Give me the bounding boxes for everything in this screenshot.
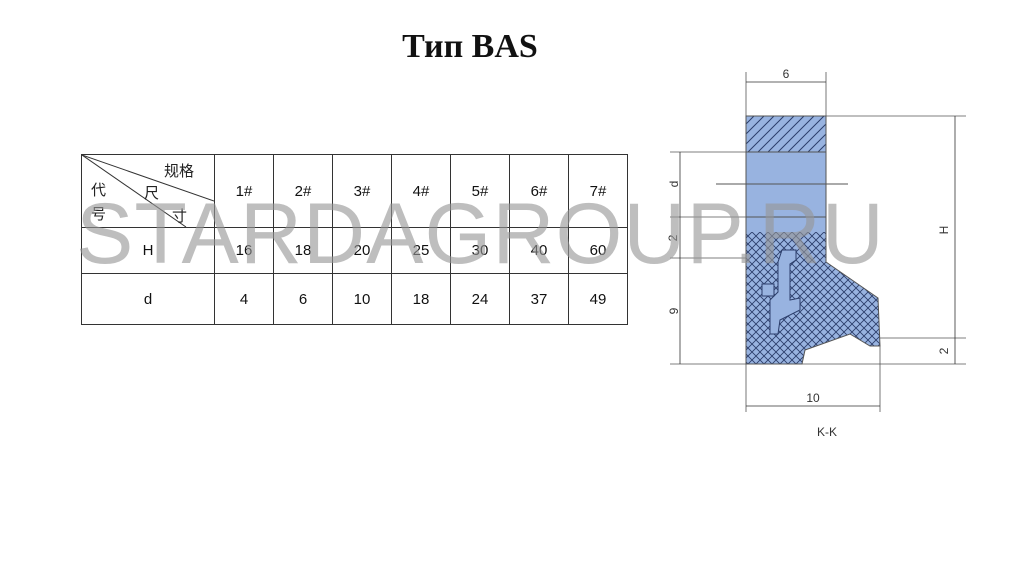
table-cell: 30 <box>450 227 510 274</box>
table-cell: 25 <box>391 227 451 274</box>
cross-section-drawing: 6 d 2 9 H 2 10 K-K <box>666 67 966 439</box>
section-label: K-K <box>817 425 837 439</box>
header-cell: 5# <box>450 154 510 228</box>
top-hatch <box>746 116 826 152</box>
table-cell: 40 <box>509 227 569 274</box>
header-cell: 6# <box>509 154 569 228</box>
corner-size-label-1: 尺 <box>144 184 160 202</box>
corner-code-label-2: 号 <box>91 205 107 223</box>
table-cell: 20 <box>332 227 392 274</box>
table-cell: 16 <box>214 227 274 274</box>
t-slot-2 <box>761 283 775 297</box>
header-cell: 2# <box>273 154 333 228</box>
table-cell: 60 <box>568 227 628 274</box>
table-row-h: H 16 18 20 25 30 40 60 <box>81 227 628 274</box>
dim-label-d: d <box>667 181 681 188</box>
table-header-row: 规格 代 尺 号 寸 1# 2# 3# 4# 5# 6# 7# <box>81 154 628 228</box>
page-title: Тип BAS <box>402 28 538 65</box>
dim-label-2-lower: 2 <box>937 347 951 354</box>
row-label: d <box>81 273 215 325</box>
corner-code-label-1: 代 <box>91 181 107 199</box>
header-cell: 3# <box>332 154 392 228</box>
table-row-d: d 4 6 10 18 24 37 49 <box>81 273 628 325</box>
dim-label-bottom: 10 <box>806 391 820 405</box>
header-cell: 4# <box>391 154 451 228</box>
table-cell: 37 <box>509 273 569 325</box>
table-cell: 18 <box>391 273 451 325</box>
corner-cell: 规格 代 尺 号 寸 <box>81 154 215 228</box>
row-label: H <box>81 227 215 274</box>
dim-label-h: H <box>937 226 951 235</box>
dim-label-top: 6 <box>783 67 790 81</box>
corner-size-label-2: 寸 <box>172 207 188 225</box>
lower-hatch <box>746 232 880 364</box>
dim-label-9: 9 <box>667 307 681 314</box>
dim-label-2-upper: 2 <box>666 234 680 241</box>
table-cell: 4 <box>214 273 274 325</box>
profile-outline <box>745 115 881 365</box>
table-cell: 49 <box>568 273 628 325</box>
corner-spec-label: 规格 <box>164 162 195 180</box>
table-cell: 24 <box>450 273 510 325</box>
t-slot <box>769 249 801 335</box>
table-cell: 18 <box>273 227 333 274</box>
table-cell: 6 <box>273 273 333 325</box>
spec-table: 规格 代 尺 号 寸 1# 2# 3# 4# 5# 6# 7# H 16 18 … <box>81 154 628 325</box>
header-cell: 7# <box>568 154 628 228</box>
corner-diagonals <box>82 155 214 227</box>
table-cell: 10 <box>332 273 392 325</box>
header-cell: 1# <box>214 154 274 228</box>
